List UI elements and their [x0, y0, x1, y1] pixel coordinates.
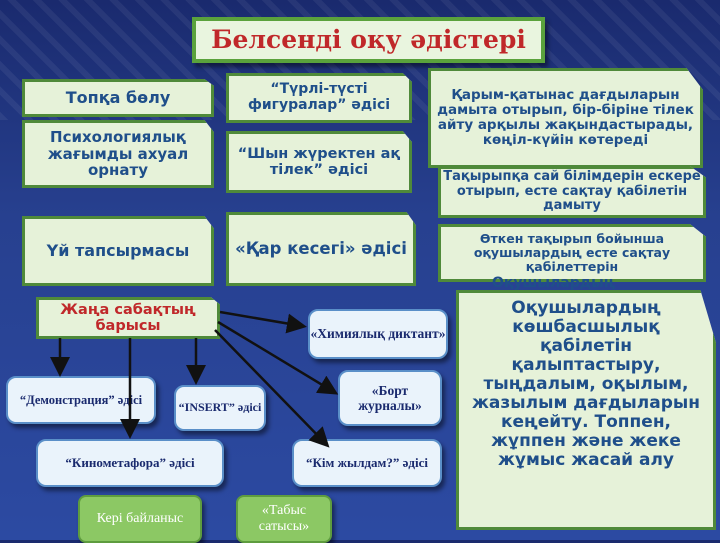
- new-lesson-box: Жаңа сабақтың барысы: [36, 297, 220, 339]
- taqyryp-box: Тақырыпқа сай білімдерін ескере отырып, …: [438, 166, 706, 218]
- demonstration-box: “Демонстрация” әдісі: [6, 376, 156, 424]
- insert-box: “INSERT” әдісі: [174, 385, 266, 431]
- psychology-box: Психологиялық жағымды ахуал орнату: [22, 120, 214, 188]
- chemical-dictation-box: «Химиялық диктант»: [308, 309, 448, 359]
- big-goal-text: Оқушылардың көшбасшылық қабілетін қалыпт…: [471, 298, 701, 471]
- page-title: Белсенді оқу әдістері: [192, 17, 545, 63]
- otken-taqyryp-box: Өткен тақырып бойынша оқушылардың есте с…: [438, 224, 706, 282]
- topka-bolu-box: Топқа бөлу: [22, 79, 214, 117]
- overlap-label: Оқушылардың: [492, 275, 616, 291]
- arrow-to-chemical-dictation: [219, 310, 307, 334]
- qarym-qatynas-box: Қарым-қатынас дағдыларын дамыта отырып, …: [428, 68, 703, 168]
- snowball-method-box: «Қар кесегі» әдісі: [226, 212, 416, 286]
- board-journal-box: «Борт журналы»: [338, 370, 442, 426]
- kim-zhyldam-box: “Кім жылдам?” әдісі: [292, 439, 442, 487]
- shyn-zhurekten-box: “Шын жүректен ақ тілек” әдісі: [226, 131, 412, 193]
- success-ladder-box: «Табыс сатысы»: [236, 495, 332, 543]
- kinometafora-box: “Кинометафора” әдісі: [36, 439, 224, 487]
- homework-box: Үй тапсырмасы: [22, 216, 214, 286]
- feedback-box: Кері байланыс: [78, 495, 202, 543]
- big-goal-box: Оқушылардың көшбасшылық қабілетін қалыпт…: [456, 290, 716, 530]
- figures-method-box: “Түрлі-түсті фигуралар” әдісі: [226, 73, 412, 123]
